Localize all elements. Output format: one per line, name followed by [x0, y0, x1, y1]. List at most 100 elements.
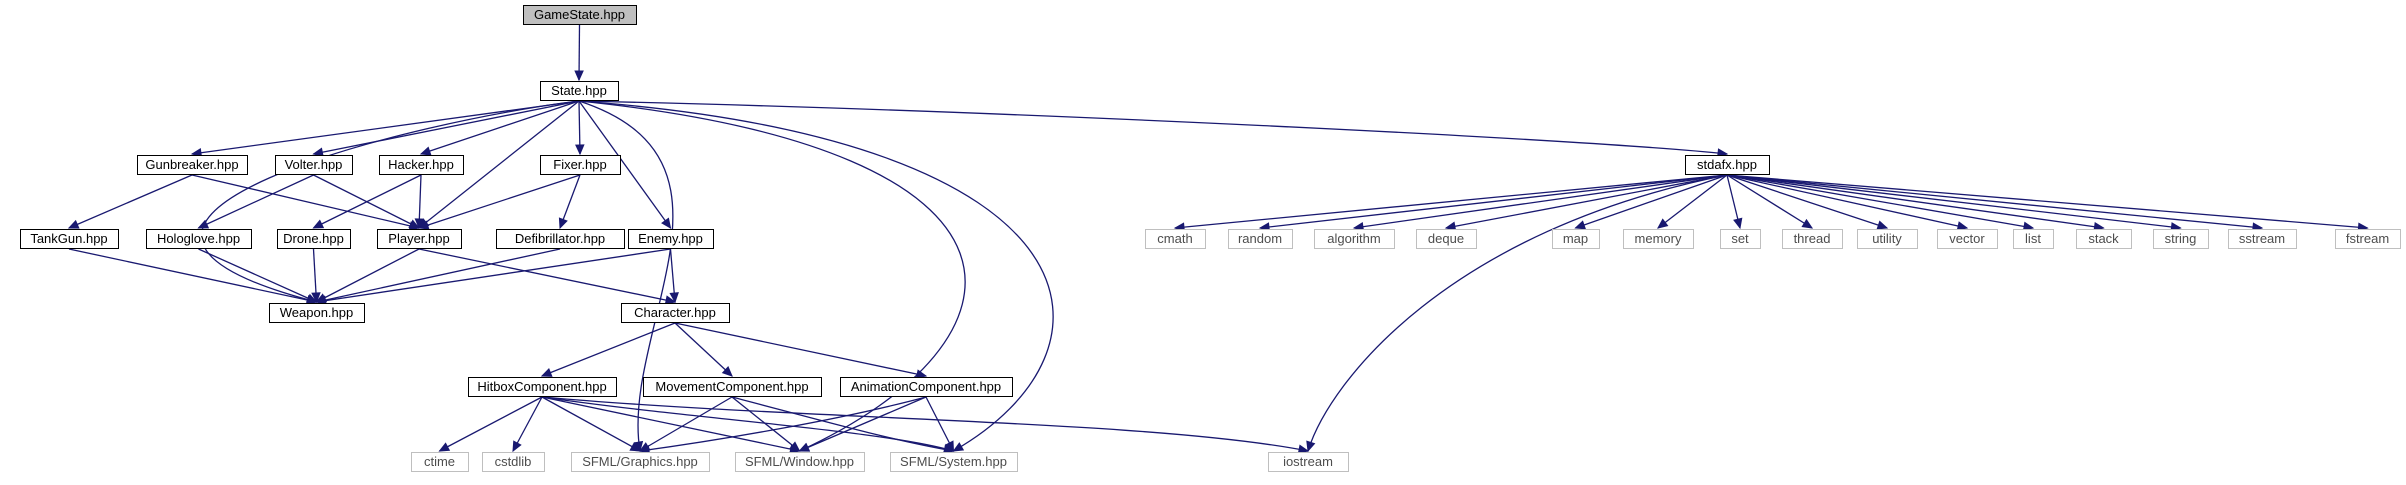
node-label-string: string — [2165, 231, 2197, 246]
node-box-gunbreaker — [137, 155, 248, 175]
edge-line — [68, 248, 317, 303]
node-hacker[interactable]: Hacker.hpp — [379, 155, 464, 175]
node-label-volter: Volter.hpp — [285, 157, 343, 172]
node-weapon[interactable]: Weapon.hpp — [269, 303, 365, 323]
edge-arrowhead — [417, 220, 430, 230]
node-label-set: set — [1731, 231, 1749, 246]
node-tankgun[interactable]: TankGun.hpp — [20, 229, 119, 249]
node-label-player: Player.hpp — [388, 231, 449, 246]
node-box-character — [621, 303, 730, 323]
node-label-enemy: Enemy.hpp — [638, 231, 703, 246]
edge-state-to-sfmlwindow — [578, 100, 966, 452]
node-deque: deque — [1416, 229, 1477, 249]
node-enemy[interactable]: Enemy.hpp — [628, 229, 714, 249]
node-box-map — [1552, 229, 1600, 249]
node-box-iostream — [1268, 452, 1349, 472]
node-box-player — [377, 229, 462, 249]
edge-hitbox-to-sfmlwindow — [541, 396, 801, 454]
edge-line — [1575, 174, 1728, 229]
edge-enemy-to-weapon — [315, 248, 671, 306]
edge-arrowhead — [669, 292, 679, 304]
edge-line — [674, 322, 927, 377]
node-ctime: ctime — [411, 452, 469, 472]
edge-arrowhead — [305, 293, 318, 303]
node-box-ctime — [411, 452, 469, 472]
node-box-algorithm — [1314, 229, 1395, 249]
edge-character-to-animation — [674, 322, 928, 379]
node-hitbox[interactable]: HitboxComponent.hpp — [468, 377, 617, 397]
edge-arrowhead — [789, 441, 801, 452]
node-gamestate[interactable]: GameState.hpp — [523, 5, 637, 25]
edge-state-to-fixer — [575, 100, 585, 156]
edge-line — [1726, 174, 2263, 229]
edge-line — [198, 248, 317, 303]
edge-arrowhead — [1956, 221, 1969, 231]
edge-arrowhead — [67, 219, 80, 229]
edge-arrowhead — [558, 217, 568, 230]
edge-arrowhead — [661, 217, 672, 229]
edge-hacker-to-drone — [312, 174, 422, 229]
edge-line — [1726, 174, 2034, 229]
edge-line — [1726, 174, 1888, 229]
node-animation[interactable]: AnimationComponent.hpp — [840, 377, 1013, 397]
edge-line — [578, 100, 1054, 452]
node-drone[interactable]: Drone.hpp — [277, 229, 351, 249]
edge-line — [1726, 174, 1968, 229]
node-box-vector — [1937, 229, 1998, 249]
edge-line — [316, 248, 420, 303]
node-state[interactable]: State.hpp — [540, 81, 619, 101]
edge-arrowhead — [1801, 218, 1814, 229]
edge-line — [674, 322, 733, 377]
edge-line — [1657, 174, 1728, 229]
node-map: map — [1552, 229, 1600, 249]
node-stdafx[interactable]: stdafx.hpp — [1685, 155, 1770, 175]
node-box-animation — [840, 377, 1013, 397]
edge-line — [578, 100, 672, 229]
node-label-list: list — [2025, 231, 2041, 246]
node-movement[interactable]: MovementComponent.hpp — [643, 377, 822, 397]
edge-line — [1259, 174, 1728, 229]
node-volter[interactable]: Volter.hpp — [275, 155, 353, 175]
node-character[interactable]: Character.hpp — [621, 303, 730, 323]
edge-stdafx-to-stack — [1726, 174, 2105, 232]
edge-arrowhead — [312, 147, 324, 157]
edge-animation-to-sfmlwindow — [798, 396, 927, 452]
edge-stdafx-to-vector — [1726, 174, 1969, 231]
edge-line — [541, 396, 641, 452]
edge-arrowhead — [721, 366, 733, 377]
node-label-defibrillator: Defibrillator.hpp — [515, 231, 605, 246]
edge-line — [925, 396, 955, 452]
edge-hitbox-to-ctime — [438, 396, 543, 452]
node-iostream: iostream — [1268, 452, 1349, 472]
edge-line — [578, 100, 1728, 155]
node-defibrillator[interactable]: Defibrillator.hpp — [496, 229, 625, 249]
edge-drone-to-weapon — [311, 248, 321, 304]
edge-movement-to-sfmlsystem — [731, 396, 955, 455]
edge-state-to-sfmlsystem — [578, 100, 1054, 452]
edge-fixer-to-defibrillator — [558, 174, 581, 230]
node-player[interactable]: Player.hpp — [377, 229, 462, 249]
node-label-stack: stack — [2088, 231, 2119, 246]
node-hologlove[interactable]: Hologlove.hpp — [146, 229, 252, 249]
edge-line — [418, 248, 676, 303]
edge-hitbox-to-sfmlgraphics — [541, 396, 642, 452]
node-box-movement — [643, 377, 822, 397]
edge-line — [313, 174, 422, 229]
node-label-gamestate: GameState.hpp — [534, 7, 625, 22]
edge-line — [799, 396, 927, 452]
node-box-gamestate — [523, 5, 637, 25]
node-label-weapon: Weapon.hpp — [280, 305, 354, 320]
edge-arrowhead — [312, 219, 325, 229]
edge-arrowhead — [197, 219, 210, 229]
edge-arrowhead — [540, 368, 553, 377]
node-label-iostream: iostream — [1283, 454, 1333, 469]
node-box-random — [1228, 229, 1293, 249]
node-label-hologlove: Hologlove.hpp — [157, 231, 240, 246]
edge-stdafx-to-list — [1726, 174, 2035, 232]
edge-line — [639, 396, 927, 452]
node-label-utility: utility — [1872, 231, 1902, 246]
node-fixer[interactable]: Fixer.hpp — [540, 155, 621, 175]
node-box-defibrillator — [496, 229, 625, 249]
node-gunbreaker[interactable]: Gunbreaker.hpp — [137, 155, 248, 175]
